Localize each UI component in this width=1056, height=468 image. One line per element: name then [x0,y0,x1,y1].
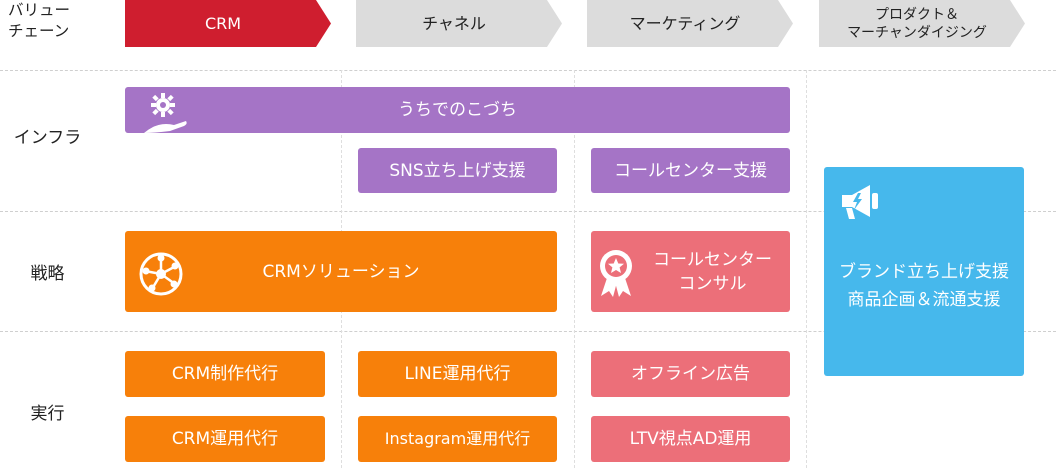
uchideno-kozuchi-box: うちでのこづち [125,87,790,133]
stage-label: マーケティング [629,13,741,33]
box-label: ブランド立ち上げ支援 商品企画＆流通支援 [839,261,1009,310]
box-label: コールセンター支援 [614,160,767,181]
box-label: SNS立ち上げ支援 [389,160,526,181]
stage-product-merchandising: プロダクト＆ マーチャンダイジング [819,0,1025,47]
network-icon [139,252,183,296]
stage-label: CRM [204,13,242,33]
megaphone-icon [842,185,878,219]
instagram-operation-box: Instagram運用代行 [358,416,557,462]
line-operation-box: LINE運用代行 [358,351,557,397]
stage-label: プロダクト＆ マーチャンダイジング [847,6,987,41]
box-label: LINE運用代行 [404,364,511,384]
gear-hand-icon [144,93,187,133]
row-divider [0,211,1056,212]
award-icon [600,250,632,297]
callcenter-support-box: コールセンター支援 [591,148,790,193]
box-label: Instagram運用代行 [384,429,531,448]
value-chain-label: バリュー チェーン [8,1,71,40]
box-label: CRM制作代行 [171,364,279,384]
stage-channel: チャネル [356,0,562,47]
row-label-infra: インフラ [13,128,82,148]
stage-label: チャネル [422,13,486,33]
box-label: LTV視点AD運用 [629,429,752,449]
row-label-strategy: 戦略 [30,264,65,284]
ltv-ad-operation-box: LTV視点AD運用 [591,416,790,462]
crm-operation-box: CRM運用代行 [125,416,325,462]
box-label: うちでのこづち [398,100,517,120]
crm-production-box: CRM制作代行 [125,351,325,397]
box-label: CRMソリューション [262,261,420,282]
crm-solution-box: CRMソリューション [125,231,557,312]
row-label-execution: 実行 [30,404,65,424]
box-label: コールセンター コンサル [653,249,772,294]
offline-ads-box: オフライン広告 [591,351,790,397]
box-label: CRM運用代行 [171,429,279,449]
sns-launch-box: SNS立ち上げ支援 [358,148,557,193]
column-divider [574,70,575,468]
row-divider [0,70,1056,71]
column-divider [806,70,807,468]
row-divider [0,331,1056,332]
box-label: オフライン広告 [631,364,750,384]
stage-crm: CRM [125,0,331,47]
stage-marketing: マーケティング [587,0,793,47]
